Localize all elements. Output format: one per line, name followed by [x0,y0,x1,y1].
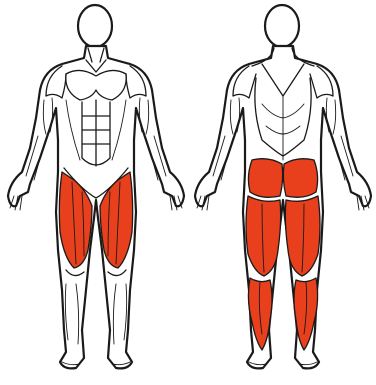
back-glutes-right [283,159,317,198]
back-glutes-left [248,159,282,198]
back-figure [195,5,371,368]
front-head [78,5,112,47]
back-body-outline [195,46,371,368]
front-body-outline [8,46,184,368]
back-head [265,5,299,47]
front-figure [8,5,184,368]
